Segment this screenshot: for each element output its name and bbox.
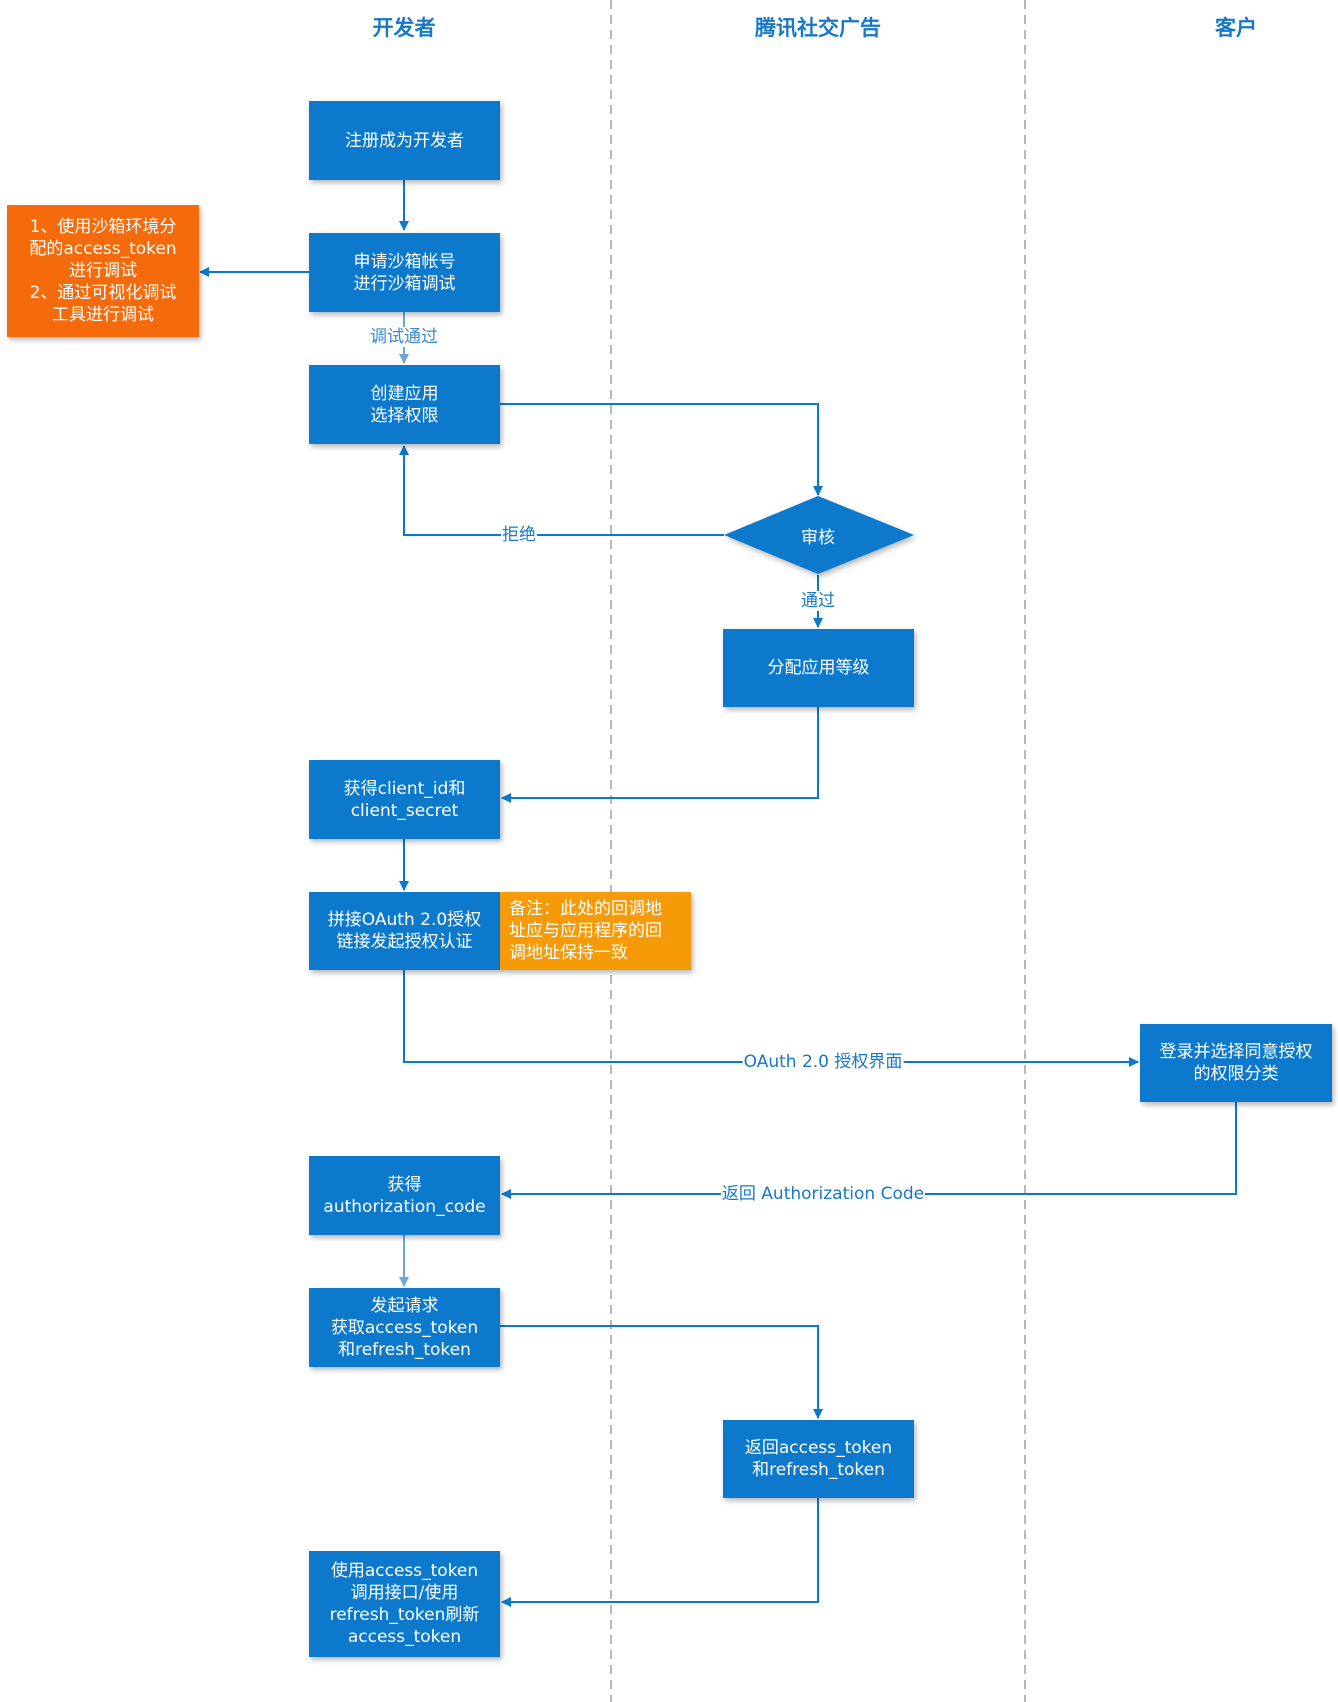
edge-label-debug-pass: 调试通过 bbox=[369, 327, 439, 347]
edge-label-pass: 通过 bbox=[800, 591, 836, 611]
node-get-client: 获得client_id和 client_secret bbox=[309, 760, 500, 839]
lane-title-tencent: 腾讯社交广告 bbox=[755, 16, 881, 40]
node-review-label: 审核 bbox=[801, 528, 835, 548]
node-get-code: 获得 authorization_code bbox=[309, 1156, 500, 1235]
node-register: 注册成为开发者 bbox=[309, 101, 500, 180]
lane-title-developer: 开发者 bbox=[372, 16, 436, 40]
review-diamond bbox=[724, 496, 914, 574]
edge-create-review bbox=[500, 403, 823, 496]
edge-label-return-code: 返回 Authorization Code bbox=[720, 1184, 926, 1204]
node-use-token: 使用access_token 调用接口/使用 refresh_token刷新 a… bbox=[309, 1551, 500, 1657]
node-assign-level: 分配应用等级 bbox=[723, 629, 914, 707]
node-oauth-link: 拼接OAuth 2.0授权 链接发起授权认证 bbox=[309, 892, 500, 970]
node-create-app: 创建应用 选择权限 bbox=[309, 365, 500, 444]
edge-request-return bbox=[500, 1325, 823, 1419]
lane-title-customer: 客户 bbox=[1215, 16, 1257, 40]
node-callback-note: 备注：此处的回调地 址应与应用程序的回 调地址保持一致 bbox=[500, 892, 691, 970]
edge-assign-client bbox=[501, 707, 819, 803]
node-sandbox: 申请沙箱帐号 进行沙箱调试 bbox=[309, 233, 500, 312]
edge-oauth-page bbox=[403, 970, 1139, 1067]
edge-reject bbox=[399, 445, 724, 536]
edge-label-oauth-page: OAuth 2.0 授权界面 bbox=[742, 1052, 904, 1072]
edge-label-reject: 拒绝 bbox=[501, 525, 537, 545]
node-return-token: 返回access_token 和refresh_token bbox=[723, 1420, 914, 1498]
node-sandbox-note: 1、使用沙箱环境分 配的access_token 进行调试 2、通过可视化调试 … bbox=[7, 205, 199, 337]
edge-return-code bbox=[501, 1102, 1237, 1199]
edge-return-use bbox=[501, 1498, 819, 1607]
node-request-token: 发起请求 获取access_token 和refresh_token bbox=[309, 1288, 500, 1367]
node-customer-login: 登录并选择同意授权 的权限分类 bbox=[1140, 1024, 1332, 1102]
